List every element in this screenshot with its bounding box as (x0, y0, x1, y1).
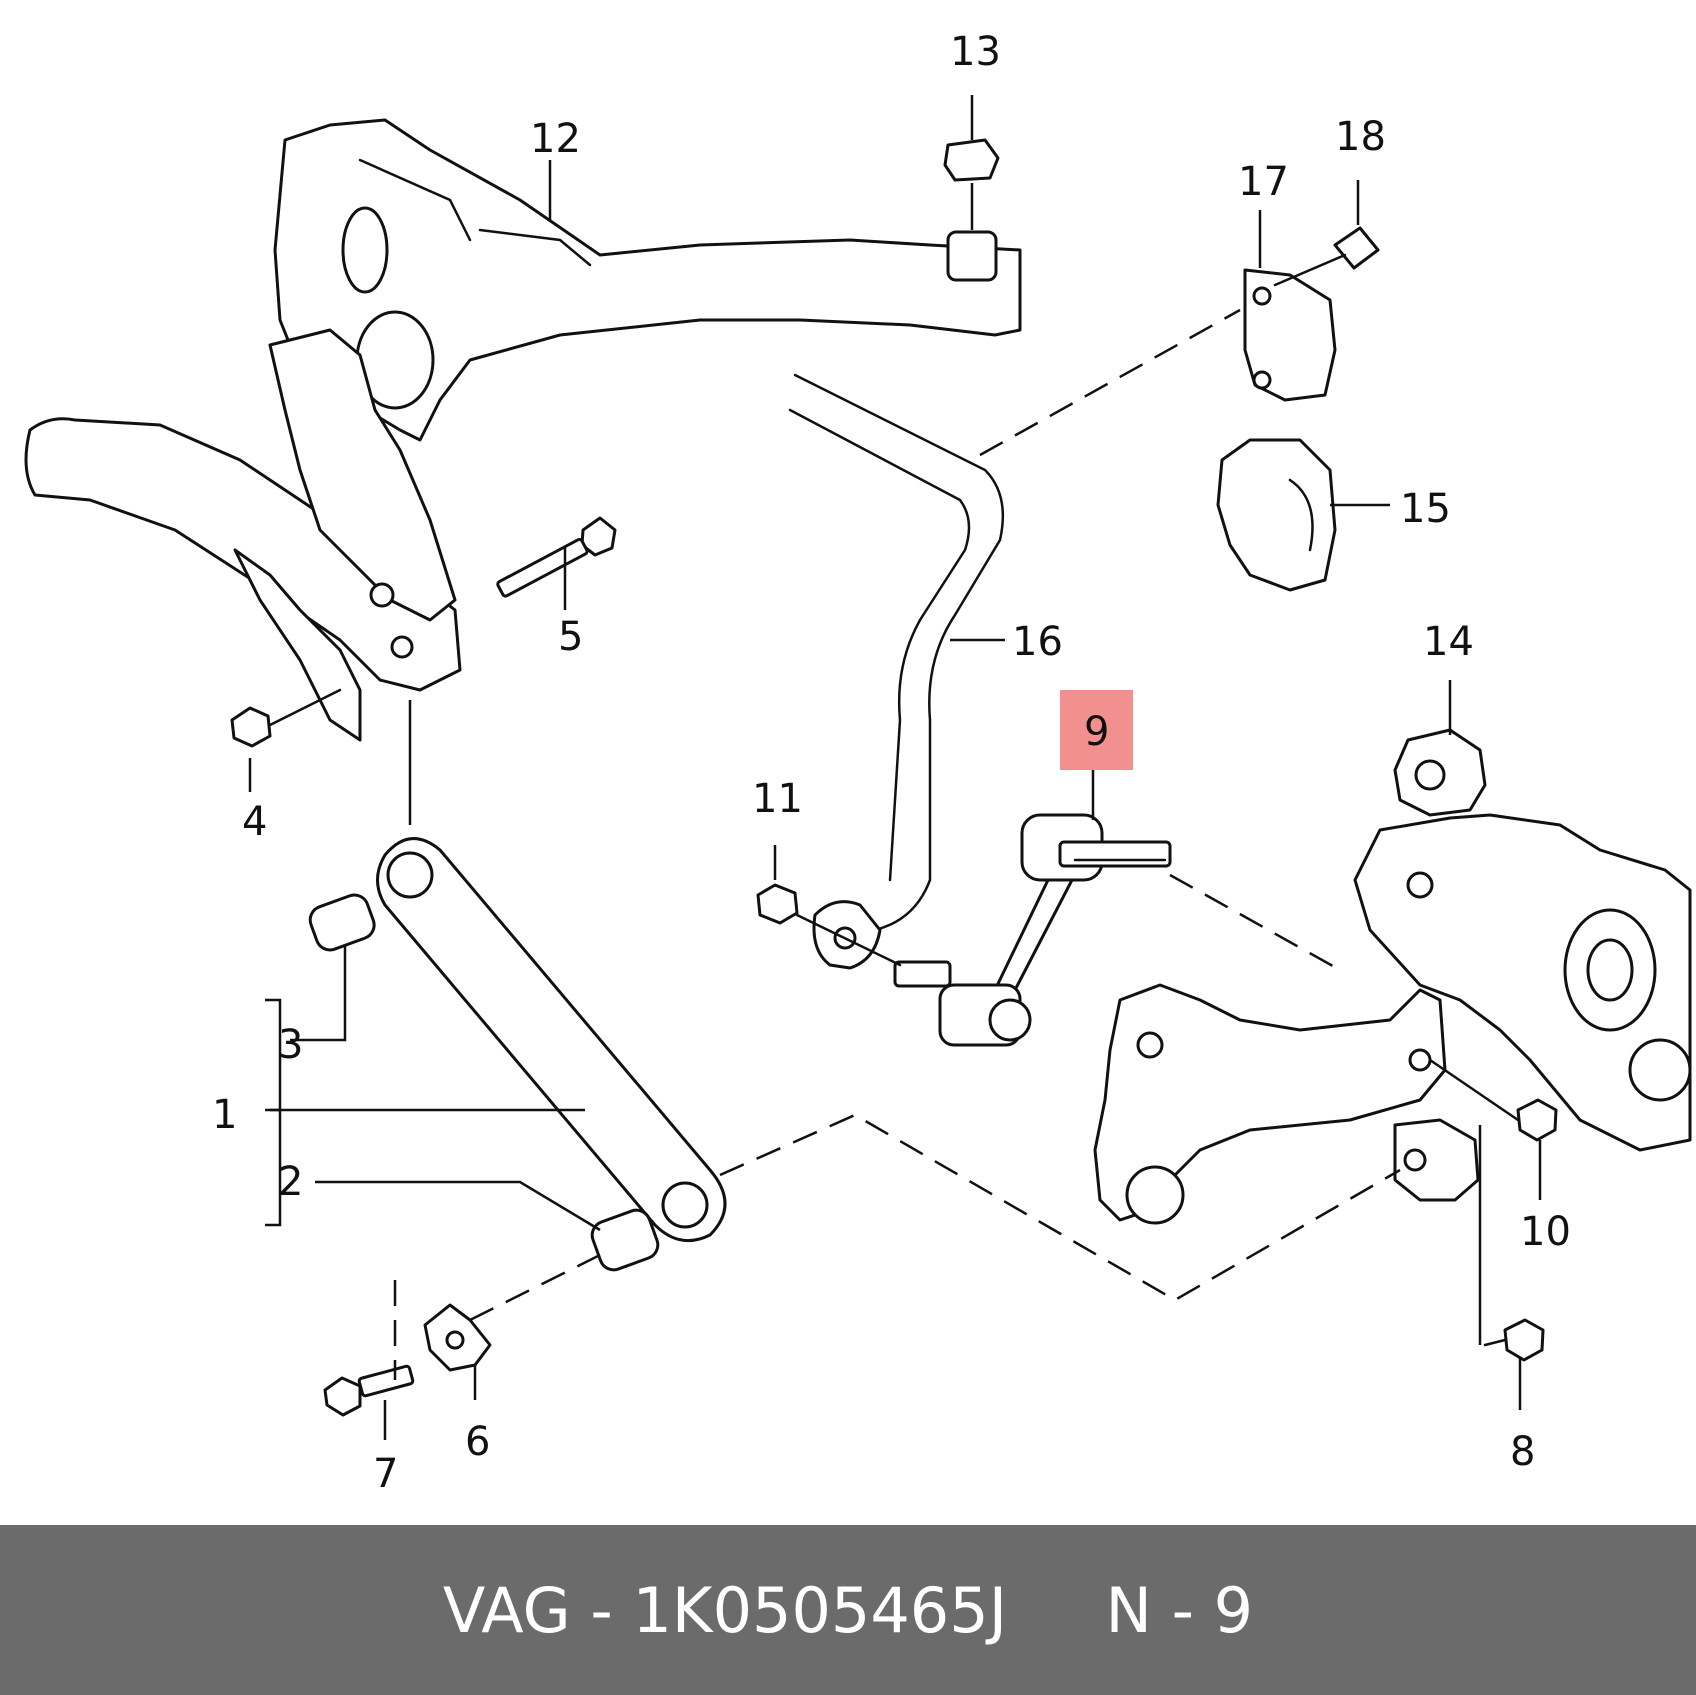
callout-15: 15 (1400, 486, 1451, 532)
part-number-text: VAG - 1K0505465J N - 9 (442, 1573, 1254, 1647)
callout-9-highlight (1060, 690, 1133, 770)
callout-18: 18 (1335, 114, 1386, 160)
clamp-part-17 (1243, 268, 1337, 402)
nut-part-4 (230, 688, 342, 748)
callout-14: 14 (1423, 619, 1474, 665)
exploded-parts-diagram: 1 2 3 4 5 6 7 8 9 10 11 12 13 14 15 16 1… (24, 29, 1692, 1497)
callout-6: 6 (465, 1419, 490, 1465)
callout-12: 12 (530, 116, 581, 162)
callout-3: 3 (278, 1022, 303, 1068)
bolt-part-5 (496, 516, 617, 598)
bushing-part-15 (1216, 438, 1337, 592)
nut-part-11 (756, 883, 799, 925)
trailing-arm-part (1093, 983, 1480, 1225)
callout-5: 5 (558, 614, 583, 660)
callout-4: 4 (242, 799, 267, 845)
callout-2: 2 (278, 1159, 303, 1205)
bushing-part-2 (590, 1208, 660, 1272)
wheel-bearing-housing-part-14 (1353, 728, 1692, 1152)
eccentric-washer-part-6 (423, 1303, 492, 1372)
callout-17: 17 (1238, 159, 1289, 205)
bolt-part-7 (323, 1364, 415, 1417)
coupling-rod-part-9 (893, 813, 1172, 1047)
callout-7: 7 (373, 1451, 398, 1497)
callout-8: 8 (1510, 1429, 1535, 1475)
transverse-link-part-1 (376, 837, 727, 1243)
subframe-part (24, 118, 1022, 742)
callout-13: 13 (950, 29, 1001, 75)
callout-1: 1 (212, 1092, 237, 1138)
callout-9: 9 (1084, 709, 1109, 755)
callout-labels: 1 2 3 4 5 6 7 8 9 10 11 12 13 14 15 16 1… (212, 29, 1571, 1497)
callout-16: 16 (1012, 619, 1063, 665)
callout-10: 10 (1520, 1209, 1571, 1255)
stabilizer-bar-part-16 (788, 373, 1005, 970)
leader-lines (248, 95, 1542, 1440)
part-number-footer: VAG - 1K0505465J N - 9 (0, 1525, 1696, 1695)
bolt-part-18 (1273, 226, 1380, 287)
bushing-part-13 (943, 138, 1000, 282)
assembly-lines (393, 308, 1520, 1380)
bushing-part-3 (308, 893, 376, 952)
callout-11: 11 (752, 776, 803, 822)
nut-part-10 (1516, 1098, 1558, 1142)
nut-part-8 (1503, 1318, 1545, 1362)
